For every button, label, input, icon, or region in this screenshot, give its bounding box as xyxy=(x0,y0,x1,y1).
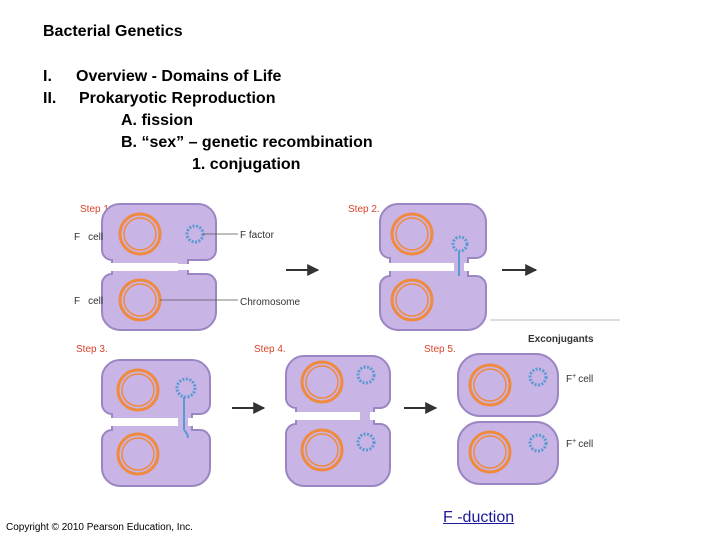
f-plasmid xyxy=(528,367,548,387)
outline-text: Prokaryotic Reproduction xyxy=(79,90,276,107)
f-factor-label: F factor xyxy=(240,230,275,241)
outline-text: Overview - Domains of Life xyxy=(76,68,282,85)
chromosome xyxy=(118,212,162,256)
exconjugants-label: Exconjugants xyxy=(528,334,594,345)
f-plasmid xyxy=(356,365,376,385)
chromosome xyxy=(468,363,512,407)
chromosome xyxy=(390,278,434,322)
step-5-label: Step 5. xyxy=(424,344,456,355)
slide-title: Bacterial Genetics xyxy=(43,23,183,40)
f-plus-cell-label-top: F+cell xyxy=(566,373,593,385)
separated-cells-step-5 xyxy=(457,353,559,485)
chromosome xyxy=(116,432,160,476)
f-plasmid-copy xyxy=(356,432,376,452)
outline-number: I. xyxy=(43,68,52,85)
chromosome-label: Chromosome xyxy=(240,297,300,308)
outline-text: 1. conjugation xyxy=(192,156,301,173)
step-4-label: Step 4. xyxy=(254,344,286,355)
f-plasmid xyxy=(175,377,197,399)
cell-body xyxy=(285,355,391,487)
cell-pair-step-1 xyxy=(101,203,217,331)
chromosome xyxy=(390,212,434,256)
chromosome xyxy=(468,430,512,474)
step-2-label: Step 2. xyxy=(348,204,380,215)
step-3-label: Step 3. xyxy=(76,344,108,355)
cell-pair-step-4 xyxy=(285,355,391,487)
cell-pair-step-2 xyxy=(379,203,487,331)
outline-text: A. fission xyxy=(121,112,194,129)
step-1-label: Step 1. xyxy=(80,204,112,215)
f-plasmid xyxy=(528,433,548,453)
chromosome xyxy=(300,428,344,472)
copyright-notice: Copyright © 2010 Pearson Education, Inc. xyxy=(6,522,193,533)
chromosome xyxy=(300,360,344,404)
f-plus-cell-label-bottom: F+cell xyxy=(566,438,593,450)
cell-body xyxy=(457,421,559,485)
single-strand-dna xyxy=(183,429,189,439)
chromosome xyxy=(116,368,160,412)
f-duction-link[interactable]: F -duction xyxy=(443,509,515,526)
cell-pair-step-3 xyxy=(101,359,211,487)
outline-text: B. “sex” – genetic recombination xyxy=(121,134,373,151)
outline-number: II. xyxy=(43,90,57,107)
